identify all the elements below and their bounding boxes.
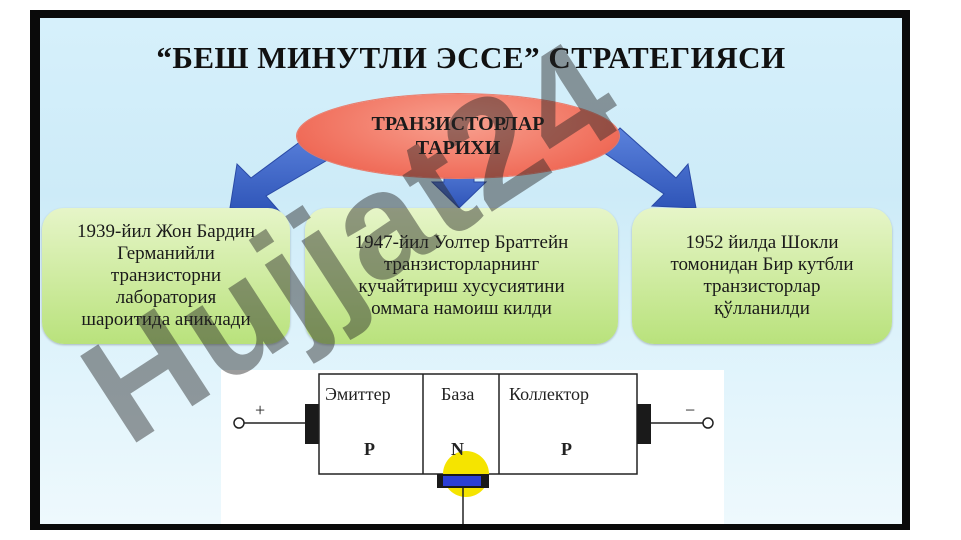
box-line: транзисторларнинг: [383, 254, 540, 275]
arrow-right-icon: [599, 127, 697, 209]
box-line: 1947-йил Уолтер Браттейн: [354, 232, 569, 253]
type-collector: P: [561, 439, 572, 459]
type-base: N: [451, 439, 464, 459]
terminal-left-icon: [233, 417, 245, 429]
history-box-1939: 1939-йил Жон Бардин Германийли транзисто…: [42, 208, 290, 344]
contact-base-fill: [443, 476, 481, 486]
slide-title: “БЕШ МИНУТЛИ ЭССЕ” СТРАТЕГИЯСИ: [156, 40, 786, 75]
box-line: томонидан Бир кутбли: [670, 254, 854, 275]
section-base: База: [441, 384, 474, 404]
slide: “БЕШ МИНУТЛИ ЭССЕ” СТРАТЕГИЯСИ ТРАНЗИСТО…: [40, 18, 902, 524]
box-line: оммага намоиш килди: [371, 298, 552, 319]
box-line: транзисторлар: [703, 276, 821, 297]
topic-line-1: ТРАНЗИСТОРЛАР: [371, 113, 545, 135]
box-line: кучайтириш хусусиятини: [358, 276, 565, 297]
contact-right: [637, 404, 651, 444]
contact-left: [305, 404, 319, 444]
type-emitter: P: [364, 439, 375, 459]
box-line: шароитида аниклади: [81, 309, 251, 330]
section-collector: Коллектор: [509, 384, 589, 404]
pnp-schematic: + Эмиттер База Коллектор P N P −: [233, 373, 714, 524]
topic-line-2: ТАРИХИ: [415, 137, 501, 159]
box-line: Германийли: [117, 243, 215, 264]
history-box-1952: 1952 йилда Шокли томонидан Бир кутбли тр…: [632, 208, 892, 344]
box-line: 1952 йилда Шокли: [685, 232, 839, 253]
section-emitter: Эмиттер: [325, 384, 391, 404]
topic-ellipse: ТРАНЗИСТОРЛАР ТАРИХИ: [297, 94, 619, 178]
box-line: қўлланилди: [714, 298, 810, 319]
history-box-1947: 1947-йил Уолтер Браттейн транзисторларни…: [305, 208, 618, 344]
minus-sign: −: [685, 400, 695, 420]
box-line: лаборатория: [115, 287, 217, 308]
transistor-diagram: + Эмиттер База Коллектор P N P −: [221, 370, 724, 524]
plus-sign: +: [255, 400, 265, 420]
box-line: 1939-йил Жон Бардин: [77, 221, 255, 242]
terminal-right-icon: [702, 417, 714, 429]
box-line: транзисторни: [110, 265, 222, 286]
